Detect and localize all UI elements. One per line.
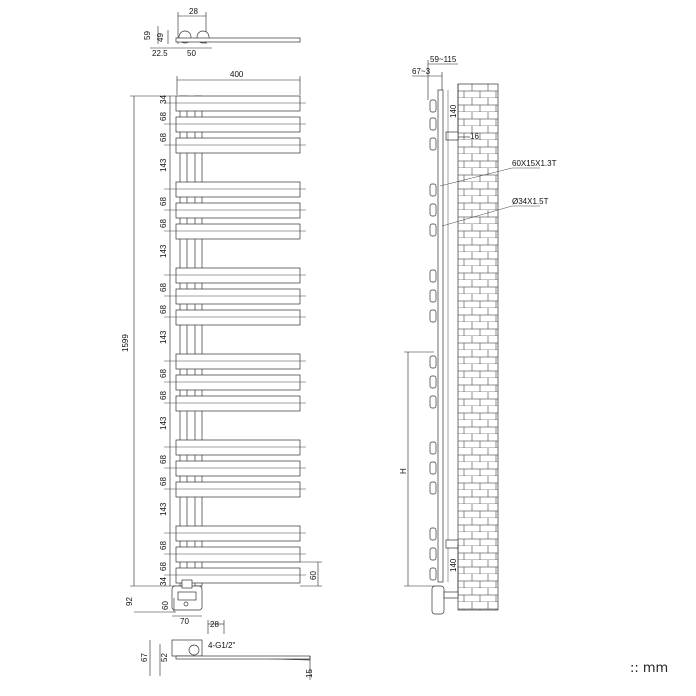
- top-dim-28: 28: [189, 7, 198, 16]
- side-tube: [437, 89, 444, 583]
- tube-label: Ø34X1.5T: [512, 197, 549, 206]
- heating-display: [177, 591, 197, 601]
- bottom-bracket: [445, 539, 459, 549]
- towel-bar: [175, 116, 301, 133]
- towel-bar: [175, 353, 301, 370]
- side-dim-67-3: 67~3: [412, 67, 431, 76]
- bottom-view: 28 15 4-G1/2" 67 52 15: [140, 620, 314, 680]
- top-bracket: [445, 131, 459, 141]
- towel-bar: [175, 288, 301, 305]
- thread-label: 4-G1/2": [208, 641, 235, 650]
- collector-left: [179, 95, 188, 587]
- left-dim: 34: [159, 95, 168, 104]
- towel-bar: [175, 460, 301, 477]
- top-dim-22-5: 22.5: [152, 49, 168, 58]
- bottom-dim-15-right: 15: [305, 669, 314, 678]
- brick-wall: [457, 83, 499, 611]
- towel-bar: [175, 374, 301, 391]
- left-dim: 143: [159, 330, 168, 344]
- towel-bar: [175, 202, 301, 219]
- profile-label: 60X15X1.3T: [512, 159, 557, 168]
- side-dim-140-bottom: 140: [449, 558, 458, 572]
- bottom-pipe: [188, 644, 200, 656]
- bottom-dim-28: 28: [210, 620, 219, 629]
- left-dim: 68: [159, 562, 168, 571]
- towel-bar: [175, 137, 301, 154]
- left-dim: 68: [159, 455, 168, 464]
- left-dim: 68: [159, 391, 168, 400]
- side-dim-59-115: 59~115: [430, 55, 457, 64]
- towel-bar: [175, 481, 301, 498]
- left-dim: 143: [159, 502, 168, 516]
- towel-bar: [175, 395, 301, 412]
- collector-right: [194, 95, 203, 587]
- bottom-profile: [175, 655, 311, 660]
- side-dim-140-top: 140: [449, 104, 458, 118]
- towel-bar: [175, 267, 301, 284]
- towel-bars: [175, 95, 301, 584]
- left-dim: 68: [159, 219, 168, 228]
- left-dim: 68: [159, 305, 168, 314]
- dim-70: 70: [180, 617, 189, 626]
- dim-92: 92: [125, 597, 134, 606]
- front-width-400: 400: [230, 70, 244, 79]
- side-heating-element: [431, 585, 445, 615]
- towel-bar: [175, 95, 301, 112]
- left-dim: 68: [159, 197, 168, 206]
- top-dim-59: 59: [143, 31, 152, 40]
- towel-bar: [175, 309, 301, 326]
- left-dim: 68: [159, 477, 168, 486]
- top-profile: [175, 37, 301, 43]
- top-view: 28 59 49 22.5 50: [143, 7, 301, 58]
- left-dim: 68: [159, 133, 168, 142]
- left-dim: 143: [159, 416, 168, 430]
- towel-bar: [175, 546, 301, 563]
- left-dim: 68: [159, 541, 168, 550]
- left-dim: 68: [159, 283, 168, 292]
- unit-label: :: mm: [630, 661, 668, 676]
- left-dim: 34: [159, 577, 168, 586]
- side-dim-h: H: [399, 468, 408, 474]
- bottom-dim-67: 67: [140, 653, 149, 662]
- heating-connector: [181, 579, 193, 589]
- towel-bar: [175, 439, 301, 456]
- front-view: 400 1599: [121, 70, 322, 626]
- left-dim: 68: [159, 369, 168, 378]
- top-dim-50: 50: [187, 49, 196, 58]
- towel-bar: [175, 181, 301, 198]
- towel-bar: [175, 567, 301, 584]
- left-dim: 68: [159, 112, 168, 121]
- top-dim-49: 49: [156, 33, 165, 42]
- right-dim-60: 60: [309, 571, 318, 580]
- side-dim-16: 16: [470, 132, 479, 141]
- side-bar-profiles: [429, 99, 437, 581]
- left-dim: 143: [159, 244, 168, 258]
- towel-bar: [175, 525, 301, 542]
- bottom-dim-52: 52: [160, 653, 169, 662]
- side-heating-connector: [443, 591, 459, 599]
- left-dim: 143: [159, 158, 168, 172]
- dim-60-bottom: 60: [161, 601, 170, 610]
- heating-knob-icon: [183, 601, 189, 607]
- towel-bar: [175, 223, 301, 240]
- front-height-1599: 1599: [121, 334, 130, 352]
- side-view: 59~115 67~3 140 16: [399, 55, 557, 615]
